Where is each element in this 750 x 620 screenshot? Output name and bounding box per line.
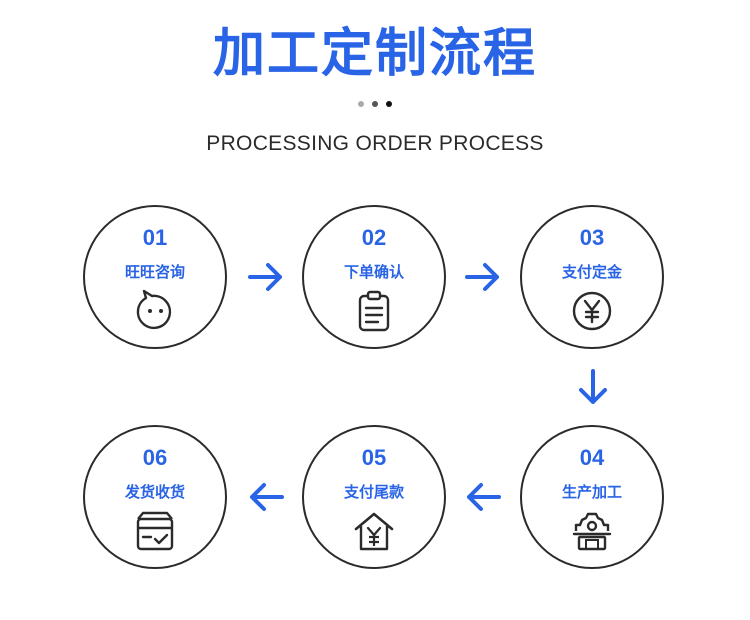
step-01: 01 旺旺咨询 (83, 205, 227, 349)
arrow-left-icon (250, 483, 284, 511)
arrow-left-icon (467, 483, 501, 511)
factory-gear-icon (572, 512, 612, 551)
step-number: 03 (579, 225, 605, 250)
step-06: 06 发货收货 (83, 425, 227, 569)
step-label: 发货收货 (124, 483, 185, 501)
chat-face-icon (136, 289, 172, 330)
page-subtitle: PROCESSING ORDER PROCESS (206, 132, 544, 155)
arrow-right-icon (465, 263, 499, 291)
yen-coin-icon (572, 291, 612, 331)
step-label: 支付尾款 (343, 483, 404, 501)
step-02: 02 下单确认 (302, 205, 446, 349)
delivery-box-icon (136, 511, 174, 551)
arrow-right-icon (248, 263, 282, 291)
step-label: 支付定金 (561, 263, 622, 281)
step-number: 04 (579, 445, 605, 470)
arrow-down-icon (579, 369, 607, 404)
clipboard-icon (358, 290, 390, 332)
step-05: 05 支付尾款 (302, 425, 446, 569)
yen-house-icon (354, 512, 394, 551)
step-label: 生产加工 (561, 483, 622, 501)
page-title: 加工定制流程 (212, 24, 537, 84)
step-03: 03 支付定金 (520, 205, 664, 349)
step-number: 02 (361, 225, 387, 250)
step-number: 05 (361, 445, 387, 470)
decorative-dots (358, 101, 394, 109)
step-04: 04 生产加工 (520, 425, 664, 569)
step-number: 06 (142, 445, 168, 470)
step-label: 下单确认 (343, 263, 404, 281)
step-number: 01 (142, 225, 168, 250)
step-label: 旺旺咨询 (124, 263, 185, 281)
